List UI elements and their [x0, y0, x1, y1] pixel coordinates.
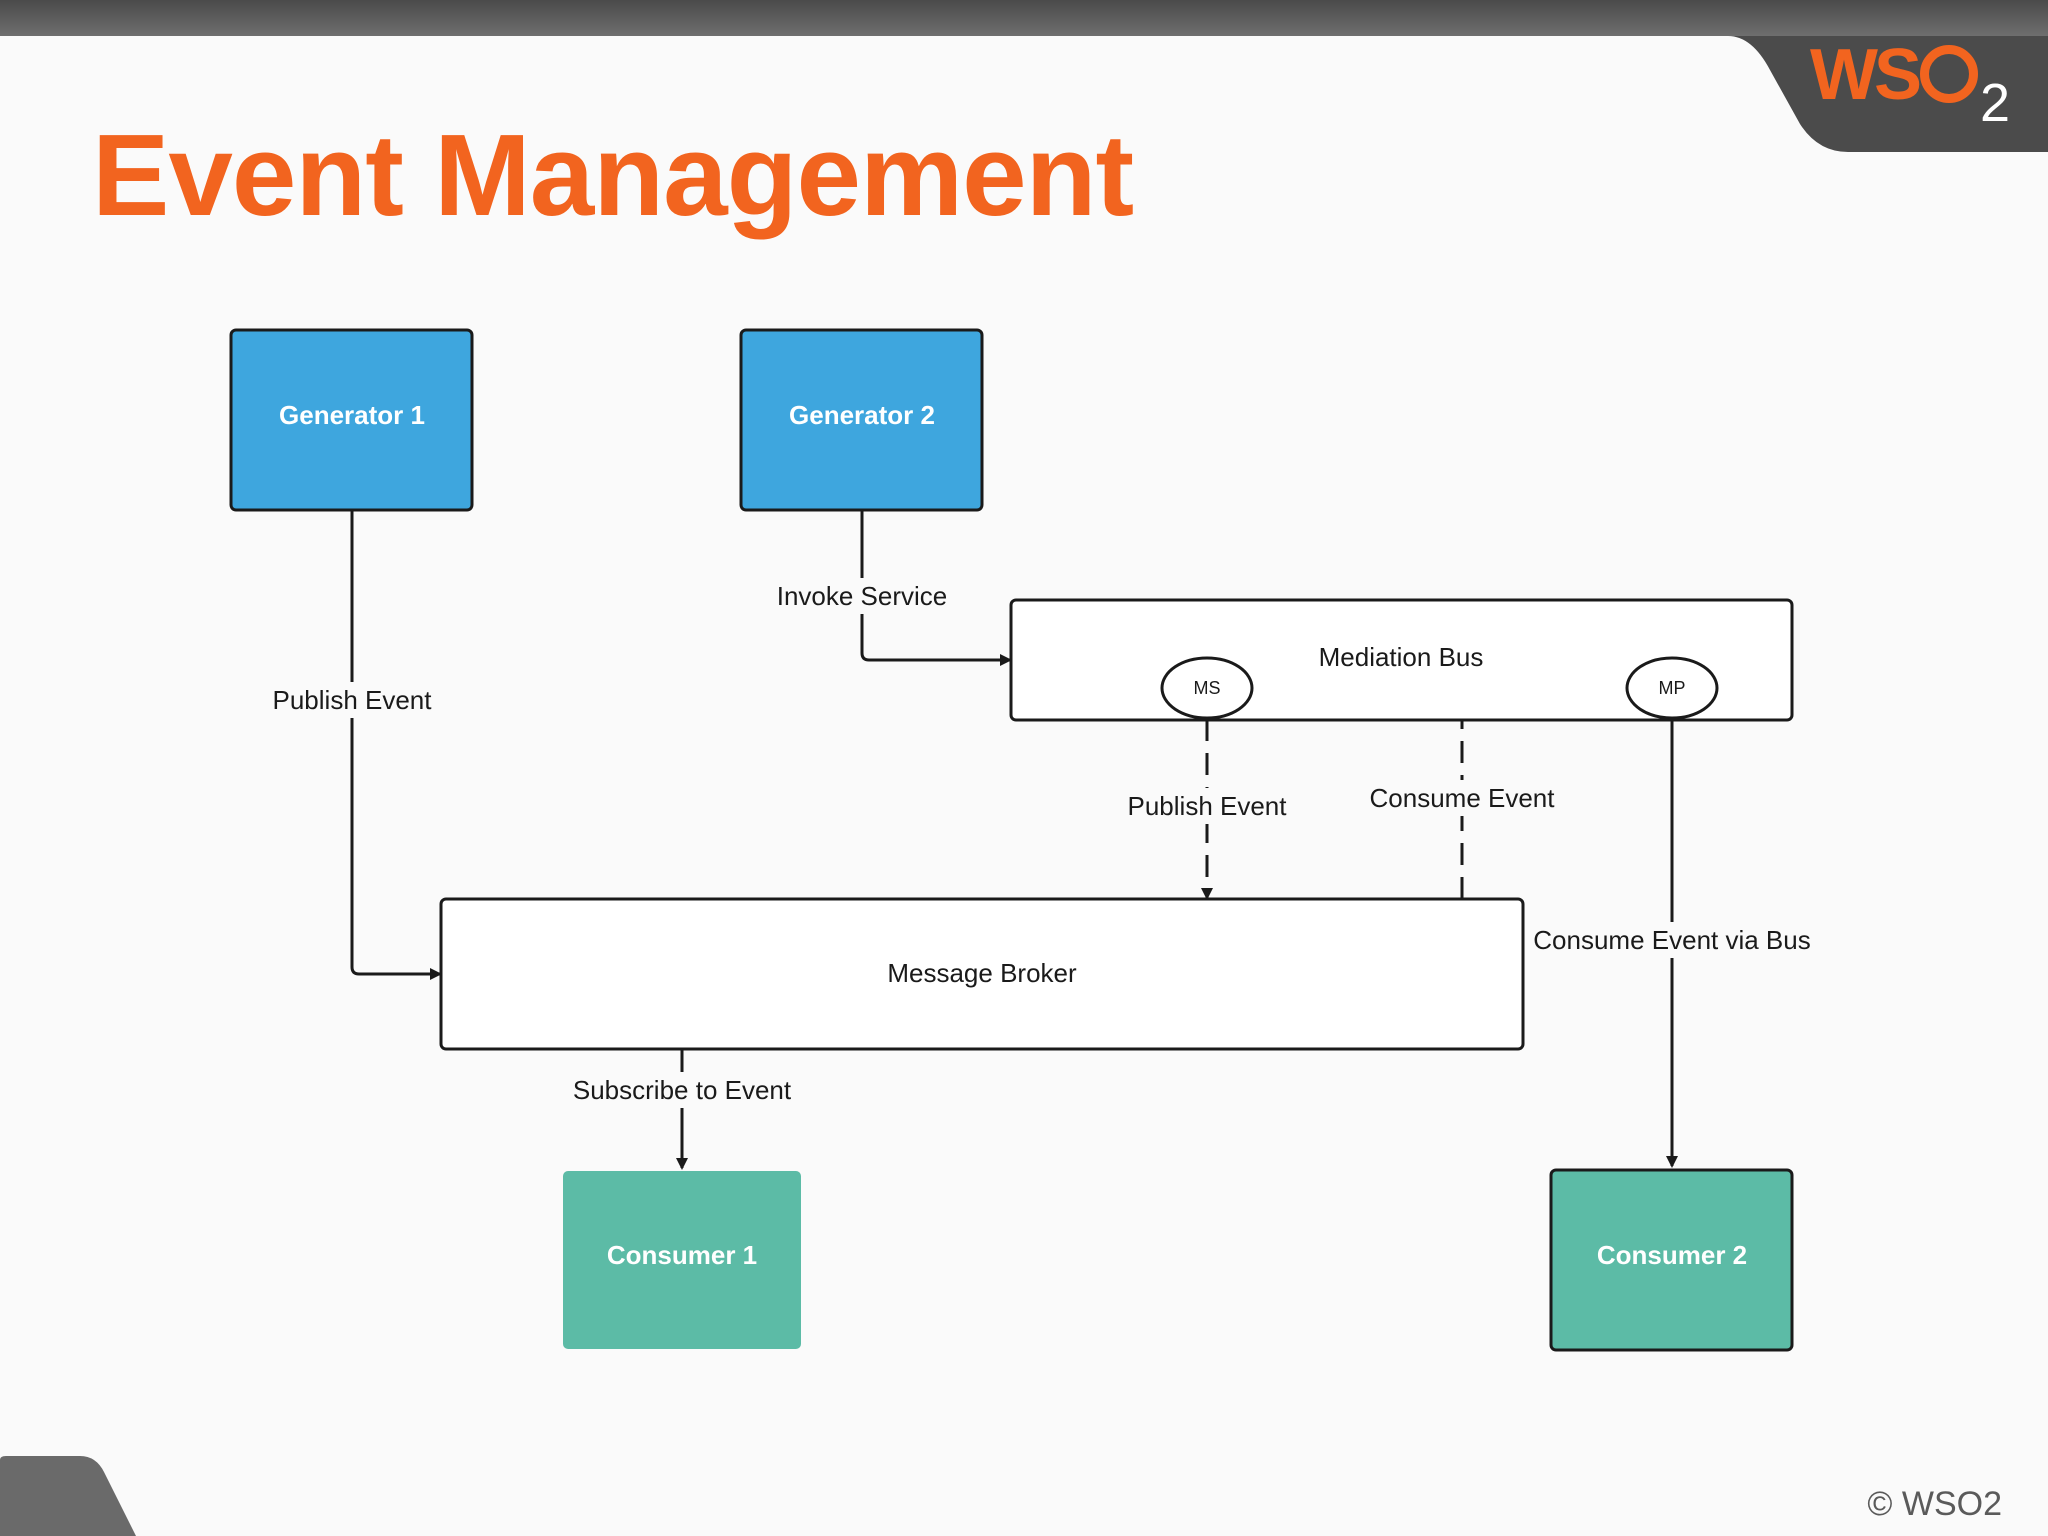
page-title: Event Management	[92, 110, 1134, 240]
edge-label-consume-event-via-bus: Consume Event via Bus	[1533, 925, 1810, 955]
generator-2-label: Generator 2	[789, 400, 935, 430]
generator-2-node	[739, 328, 984, 512]
edge-label-publish-event-2: Publish Event	[1128, 791, 1288, 821]
generator-1-node	[229, 328, 474, 512]
message-broker-node	[439, 897, 1525, 1051]
heartbeat-icon	[1919, 45, 1978, 103]
consumer-2-node	[1549, 1168, 1794, 1352]
ms-node	[1160, 656, 1254, 720]
edge-label-publish-event-1: Publish Event	[273, 685, 433, 715]
top-bar	[0, 0, 2048, 36]
consumer-1-label: Consumer 1	[607, 1240, 757, 1270]
mp-node	[1625, 656, 1719, 720]
consumer-1-node	[563, 1171, 801, 1349]
edge-label-subscribe-to-event: Subscribe to Event	[573, 1075, 792, 1105]
consumer-2-label: Consumer 2	[1597, 1240, 1747, 1270]
ms-label: MS	[1194, 678, 1221, 698]
corner-decoration	[0, 1456, 136, 1536]
edge-label-consume-event: Consume Event	[1370, 783, 1556, 813]
mp-label: MP	[1659, 678, 1686, 698]
message-broker-label: Message Broker	[887, 958, 1077, 988]
edge-label-invoke-service: Invoke Service	[777, 581, 948, 611]
edge-generator2-to-mediation-bus	[860, 510, 1012, 666]
generator-1-label: Generator 1	[279, 400, 425, 430]
edge-generator1-to-broker	[350, 510, 442, 980]
copyright-text: © WSO2	[1867, 1485, 2002, 1523]
mediation-bus-label: Mediation Bus	[1319, 642, 1484, 672]
